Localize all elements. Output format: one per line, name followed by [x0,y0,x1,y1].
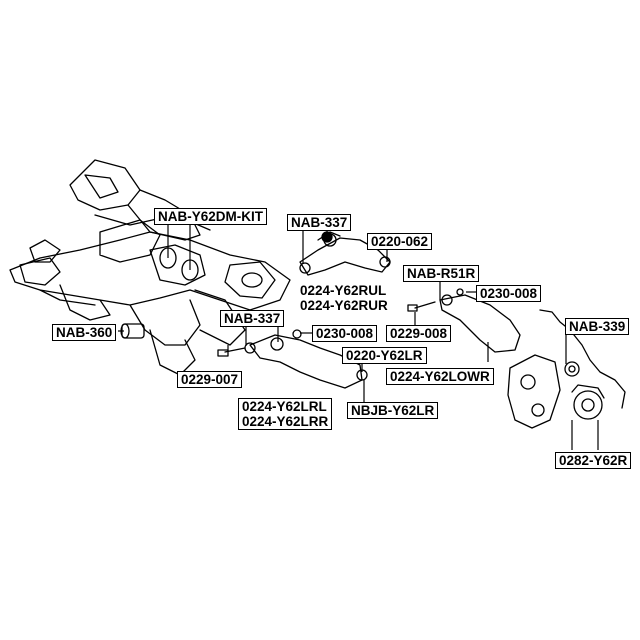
label-0220-062: 0220-062 [367,233,433,250]
label-nab-360: NAB-360 [52,324,117,341]
label-0282-y62r: 0282-Y62R [555,452,632,469]
rear-subframe [9,159,291,376]
label-group-upper-arm: 0224-Y62RUL 0224-Y62RUR [297,283,391,313]
knuckle-and-hub [507,309,626,429]
label-nab-337-lower: NAB-337 [220,310,285,327]
bushing-nab-360 [120,323,145,339]
leader-lines [118,222,599,450]
label-0224-y62rul: 0224-Y62RUL [300,283,387,298]
label-group-lower-arm: 0224-Y62LRL 0224-Y62LRR [238,398,333,430]
label-nab-337-upper: NAB-337 [287,214,352,231]
label-0224-y62lowr: 0224-Y62LOWR [386,368,494,385]
label-nab-y62dm-kit: NAB-Y62DM-KIT [154,208,268,225]
label-0224-y62lrr: 0224-Y62LRR [242,414,329,429]
label-0230-008-right: 0230-008 [476,285,542,302]
label-0224-y62rur: 0224-Y62RUR [300,298,388,313]
lower-control-arm [217,329,368,389]
label-nab-339: NAB-339 [565,318,630,335]
label-0229-007: 0229-007 [177,371,243,388]
label-0220-y62lr: 0220-Y62LR [342,347,427,364]
label-0229-008: 0229-008 [386,325,452,342]
label-nab-r51r: NAB-R51R [403,265,480,282]
label-0224-y62lrl: 0224-Y62LRL [242,399,327,414]
label-nbjb-y62lr: NBJB-Y62LR [347,402,439,419]
label-0230-008-mid: 0230-008 [312,325,378,342]
